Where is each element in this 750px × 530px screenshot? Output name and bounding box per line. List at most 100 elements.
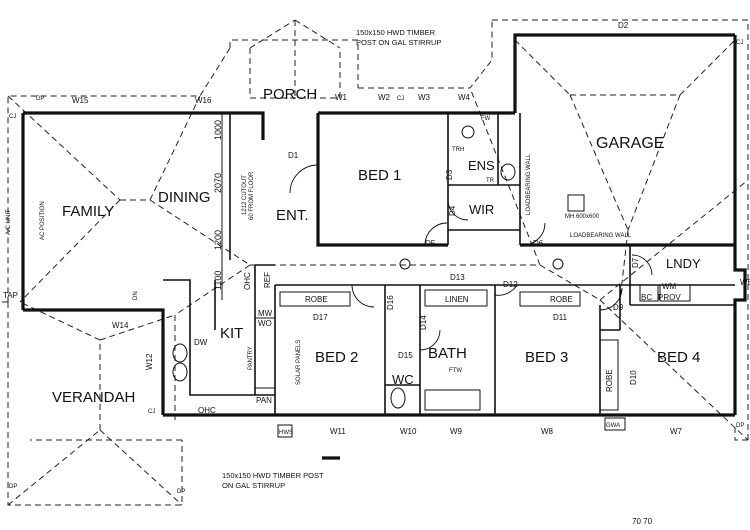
fixture-cj-1: CJ [9,114,16,120]
note-solar-panels: SOLAR PANELS [296,340,302,385]
door-d4: D4 [448,205,457,216]
fixture-cj-4: CJ [148,409,155,415]
room-verandah: VERANDAH [52,389,135,406]
fixture-gwa: GWA [606,423,620,429]
fixture-fw: FW [481,116,491,122]
fixture-robe-bed4: ROBE [605,369,614,392]
room-bed4: BED 4 [657,349,700,366]
dim-2070: 2070 [213,173,223,193]
fixture-dn: DN [133,291,139,300]
door-d5: D5 [425,239,436,248]
room-bed3: BED 3 [525,349,568,366]
notes: 150x150 HWD TIMBER POST ON GAL STIRRUP 1… [6,28,653,526]
dim-1200: 1200 [213,230,223,250]
room-kitchen: KIT [220,325,243,342]
fixture-prov: PROV [658,293,681,302]
door-d7: D7 [631,257,640,268]
fixture-ohc-kit: OHC [198,406,216,415]
note-ac-position: AC POSITION [40,201,46,240]
door-d12: D12 [503,280,518,289]
window-w14: W14 [112,321,129,330]
room-bed1: BED 1 [358,167,401,184]
window-w15: W15 [72,96,89,105]
door-d9: D9 [613,303,624,312]
room-laundry: LNDY [666,256,701,271]
dim-1000: 1000 [213,120,223,140]
room-ensuite: ENS [468,158,495,173]
fixture-ref: REF [263,272,272,288]
fixture-bc: BC [641,293,652,302]
note-bottom-post-1: 150x150 HWD TIMBER POST [222,471,324,480]
window-w9: W9 [450,427,463,436]
fixture-robe-bed2: ROBE [305,295,328,304]
window-w3: W3 [418,93,431,102]
note-pantry: PANTRY [248,346,254,370]
fixture-ohc-top: OHC [243,272,252,290]
fixture-wm: WM [662,282,677,291]
window-w7: W7 [670,427,683,436]
roof-outline [0,19,749,506]
note-loadbearing-wall-h: LOADBEARING WALL [570,233,632,239]
room-garage: GARAGE [596,135,664,152]
window-w6: W6 [740,278,750,287]
fixture-wo: WO [258,319,272,328]
note-mh: MH 600x600 [565,214,600,220]
fixture-mw: MW [258,309,273,318]
door-d17: D17 [313,313,328,322]
door-d10: D10 [629,370,638,385]
note-top-post-2: POST ON GAL STIRRUP [356,38,441,47]
window-w4: W4 [458,93,471,102]
fixture-dw: DW [194,338,208,347]
door-d16: D16 [386,295,395,310]
note-ac-unit: A/C UNIT [6,209,12,235]
fixture-ftw: FTW [449,368,462,374]
window-w10: W10 [400,427,417,436]
fixture-cj-3: CJ [736,40,743,46]
door-d6: D6 [533,239,544,248]
room-bath: BATH [428,345,467,362]
door-d2: D2 [618,21,629,30]
fixture-dp-1: DP [36,96,44,102]
note-loadbearing-wall-v: LOADBEARING WALL [526,153,532,215]
door-d15: D15 [398,351,413,360]
window-w2: W2 [378,93,391,102]
fixture-tr: TR [486,178,495,184]
door-swings [289,164,653,351]
fixture-cj-2: CJ [397,96,404,102]
room-bed2: BED 2 [315,349,358,366]
door-tags: D1 D2 D3 D4 D5 D6 D7 D9 D10 D11 D12 D13 … [288,21,640,385]
fixture-lines [172,125,691,460]
room-porch: PORCH [263,86,317,103]
fixture-tags: ROBE ROBE ROBE LINEN REF PAN OHC OHC DW … [3,40,744,495]
door-d1: D1 [288,151,299,160]
door-d3: D3 [445,169,454,180]
window-tags: W15 W16 W1 W2 W3 W4 W6 W7 W8 W9 W10 W11 … [72,93,750,436]
door-d14: D14 [419,315,428,330]
walls [21,33,747,417]
fixture-trh: TRH [452,147,464,153]
room-labels: PORCH FAMILY DINING ENT. BED 1 ENS WIR G… [52,86,701,406]
window-w11: W11 [330,427,346,436]
note-scale: 70 70 [632,517,653,526]
room-dining: DINING [158,189,211,206]
note-cutout: 1212 CUTOUT [242,175,248,215]
fixture-linen: LINEN [445,295,469,304]
fixture-dp-4: DP [736,423,744,429]
fixture-dp-2: DP [9,484,17,490]
fixture-tap: TAP [3,291,18,300]
fixture-pan: PAN [256,396,272,405]
window-w8: W8 [541,427,554,436]
room-wir: WIR [469,202,494,217]
room-wc: WC [392,372,414,387]
window-w16: W16 [195,96,212,105]
door-d11: D11 [553,313,568,322]
room-family: FAMILY [62,203,114,220]
window-w1: W1 [335,93,348,102]
door-d13: D13 [450,273,465,282]
fixture-dp-3: DP [177,489,185,495]
fixture-robe-bed3: ROBE [550,295,573,304]
room-entry: ENT. [276,207,309,224]
dimensions: 1000 2070 1200 1100 [213,113,223,300]
